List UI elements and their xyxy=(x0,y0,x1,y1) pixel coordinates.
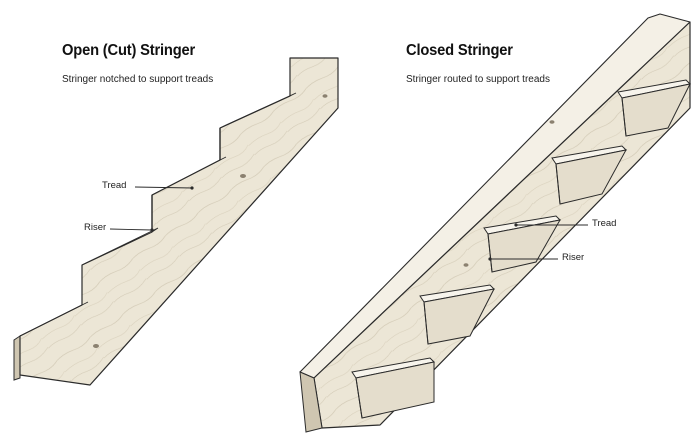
closed-housing-1 xyxy=(351,357,436,419)
open-tread-leader xyxy=(134,186,193,189)
open-stringer-title: Open (Cut) Stringer xyxy=(62,42,196,59)
wood-knot xyxy=(240,174,246,178)
open-tread-leader-dot xyxy=(190,186,194,190)
open-riser-leader xyxy=(109,228,153,231)
closed-housing-4 xyxy=(551,145,628,205)
closed-stringer-end xyxy=(299,371,323,433)
wood-knot xyxy=(93,344,99,348)
closed-tread-label: Tread xyxy=(592,218,617,229)
open-stringer-face xyxy=(19,57,339,386)
wood-knot xyxy=(322,94,328,98)
closed-stringer-title: Closed Stringer xyxy=(406,42,513,59)
open-riser-leader-dot xyxy=(150,228,154,232)
closed-stringer-top-edge xyxy=(299,13,691,379)
open-tread-surface-3 xyxy=(219,92,297,129)
open-tread-label: Tread xyxy=(102,180,127,191)
closed-riser-label: Riser xyxy=(562,252,585,263)
open-stringer-subtitle: Stringer notched to support treads xyxy=(62,74,214,85)
wood-knot xyxy=(463,263,469,267)
open-riser-label: Riser xyxy=(84,222,107,233)
closed-tread-leader-dot xyxy=(514,223,518,227)
open-stringer xyxy=(13,57,339,386)
open-stringer-edge xyxy=(13,335,21,381)
wood-knot xyxy=(549,120,555,124)
open-tread-surface-2 xyxy=(151,156,227,196)
closed-stringer xyxy=(299,13,692,433)
closed-housing-2 xyxy=(419,284,496,345)
closed-stringer-subtitle: Stringer routed to support treads xyxy=(406,74,550,85)
open-tread-surface-0 xyxy=(19,301,89,337)
closed-housing-5 xyxy=(617,79,692,137)
closed-riser-leader-dot xyxy=(488,257,492,261)
open-tread-surface-1 xyxy=(81,227,159,266)
